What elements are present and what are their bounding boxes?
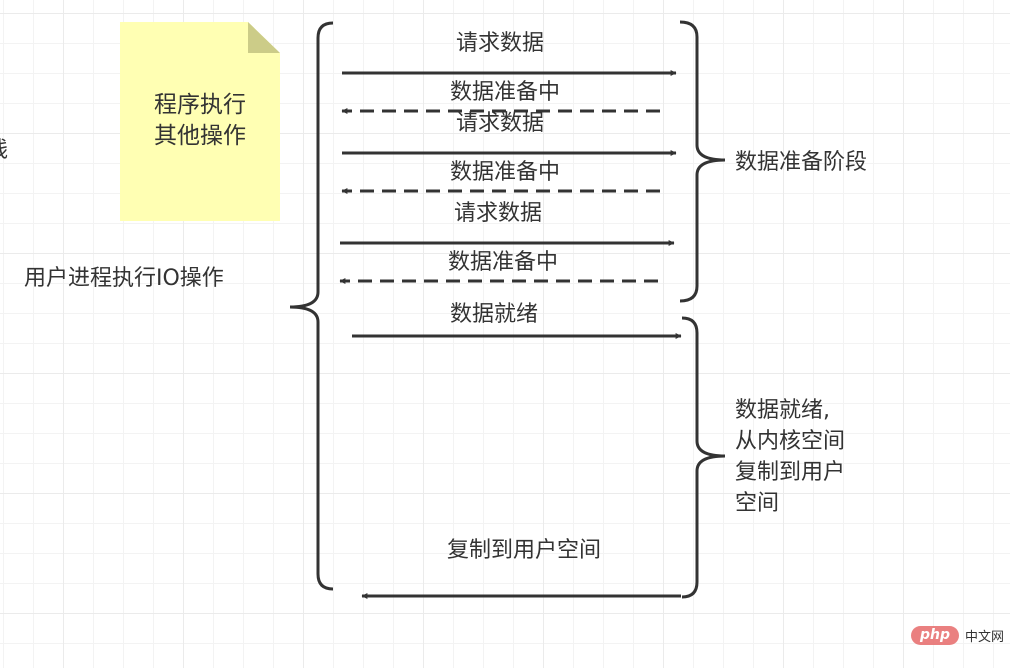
message-label-copy-to-user: 复制到用户空间 xyxy=(446,538,602,563)
phase-label-copy-line-2: 从内核空间 xyxy=(735,429,846,454)
message-label-request-1: 请求数据 xyxy=(455,31,545,56)
message-label-request-2: 请求数据 xyxy=(455,111,545,136)
watermark: php 中文网 xyxy=(911,626,1004,645)
message-label-preparing-1: 数据准备中 xyxy=(449,80,561,105)
right-brace-copy-phase xyxy=(681,316,726,599)
message-label-preparing-2: 数据准备中 xyxy=(449,160,561,185)
phase-label-copy: 数据就绪, 从内核空间 复制到用户 空间 xyxy=(735,395,845,519)
message-label-data-ready: 数据就绪 xyxy=(449,302,539,327)
phase-label-prepare: 数据准备阶段 xyxy=(735,150,868,175)
right-brace-prepare-phase xyxy=(679,20,726,303)
sticky-note[interactable] xyxy=(120,22,280,221)
phase-label-copy-line-4: 空间 xyxy=(735,491,780,516)
phase-label-copy-line-3: 复制到用户 xyxy=(735,460,846,485)
phase-label-copy-line-1: 数据就绪, xyxy=(735,398,830,423)
php-logo-icon: php xyxy=(911,626,960,645)
message-label-request-3: 请求数据 xyxy=(453,201,543,226)
sticky-note-text: 程序执行 其他操作 xyxy=(120,90,280,152)
watermark-site-text: 中文网 xyxy=(965,630,1005,645)
sticky-note-line-2: 其他操作 xyxy=(154,123,246,149)
message-label-preparing-3: 数据准备中 xyxy=(447,250,559,275)
left-brace-user-process xyxy=(289,21,334,591)
user-process-io-label: 用户进程执行IO操作 xyxy=(24,266,224,291)
sticky-note-line-1: 程序执行 xyxy=(154,92,246,118)
partial-label: 线 xyxy=(0,138,8,164)
